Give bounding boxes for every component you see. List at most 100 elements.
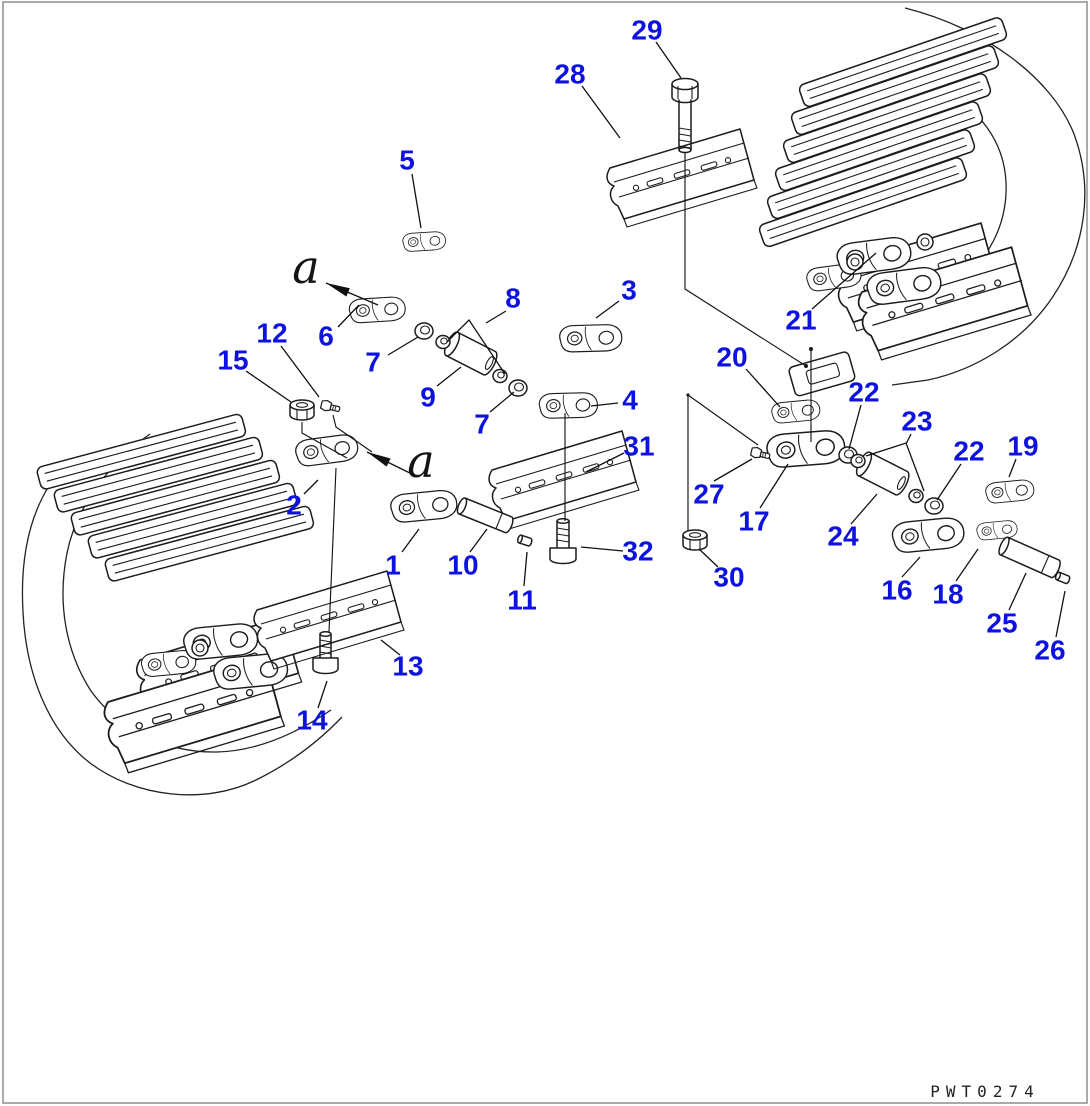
bolt-32: [549, 518, 577, 565]
callout-3: 3: [621, 275, 637, 306]
callout-4: 4: [622, 385, 638, 416]
callout-22: 22: [953, 436, 984, 467]
leader-line-24: [850, 493, 878, 525]
bolt-12: [319, 398, 342, 415]
leader-line-22: [936, 463, 962, 501]
leader-line-19: [1008, 458, 1017, 478]
callout-26: 26: [1034, 635, 1065, 666]
assembly-axis-lines: [301, 152, 813, 633]
view-arrowhead: [326, 283, 350, 297]
leader-line-15: [245, 370, 292, 403]
track-shoe-28: [606, 128, 758, 228]
callout-7: 7: [474, 409, 490, 440]
plug-11: [516, 533, 534, 548]
leader-line-7: [387, 336, 419, 356]
callout-29: 29: [631, 15, 662, 46]
link-part-1: [387, 481, 461, 531]
callout-28: 28: [554, 59, 585, 90]
callout-11: 11: [507, 585, 537, 616]
link-part-19: [983, 473, 1037, 510]
leader-line-6: [337, 304, 360, 328]
view-letter-a-2: a: [407, 434, 434, 488]
callout-22: 22: [848, 377, 879, 408]
track-shoe-group-left: [35, 412, 316, 583]
track-link-assembly-21: [804, 222, 1032, 361]
callout-1: 1: [385, 550, 401, 581]
leader-line-17: [759, 463, 789, 509]
leader-line-12: [280, 345, 320, 398]
bolt-29: [671, 77, 699, 154]
leader-line-13: [380, 639, 401, 656]
leader-line-7: [489, 391, 515, 413]
link-part-17: [763, 420, 849, 477]
view-letter-a-1: a: [292, 240, 319, 294]
callout-30: 30: [713, 562, 744, 593]
view-arrowhead: [367, 452, 391, 467]
link-part-16: [889, 508, 968, 562]
bracket-line-23: [865, 442, 925, 492]
callout-18: 18: [932, 579, 963, 610]
callout-24: 24: [827, 521, 859, 552]
leader-line-1: [401, 528, 420, 553]
drawing-code: PWT0274: [930, 1082, 1039, 1101]
plug-26: [1053, 570, 1072, 585]
leader-line-14: [317, 680, 328, 709]
leader-line-30: [698, 548, 719, 568]
callout-8: 8: [505, 283, 521, 314]
leader-line-3: [595, 300, 620, 319]
spacer-ring-23-left: [850, 453, 866, 469]
link-part-3: [557, 316, 625, 360]
callout-2: 2: [286, 490, 302, 521]
callout-13: 13: [392, 651, 423, 682]
callout-16: 16: [881, 575, 912, 606]
leader-line-10: [469, 528, 488, 553]
pin-10: [456, 497, 514, 534]
callout-15: 15: [217, 345, 248, 376]
leader-line-25: [1008, 572, 1027, 611]
callout-20: 20: [716, 342, 747, 373]
leader-line-5: [411, 173, 422, 229]
callout-6: 6: [318, 321, 334, 352]
leader-line-20: [745, 368, 781, 408]
callout-31: 31: [623, 431, 654, 462]
view-markers: aa: [292, 240, 434, 488]
leader-line-23: [905, 433, 912, 445]
callout-17: 17: [738, 506, 769, 537]
leader-line-32: [580, 546, 624, 552]
callout-23: 23: [901, 406, 932, 437]
callout-32: 32: [622, 536, 653, 567]
spacer-ring-23-right: [908, 488, 924, 504]
callout-5: 5: [399, 145, 415, 176]
leader-lines: [245, 41, 1066, 709]
callout-10: 10: [447, 550, 478, 581]
nut-15: [289, 399, 315, 421]
pin-25: [998, 536, 1061, 579]
nut-30: [682, 529, 708, 551]
leader-line-4: [590, 402, 619, 407]
callout-19: 19: [1007, 431, 1038, 462]
link-part-20-plate: [788, 351, 856, 397]
leader-line-22: [848, 404, 862, 450]
bolt-14: [312, 631, 339, 675]
leader-line-26: [1055, 590, 1066, 638]
link-part-4: [537, 385, 600, 426]
leader-line-18: [955, 548, 979, 582]
bracket-line-8: [446, 318, 506, 375]
callout-12: 12: [256, 318, 287, 349]
callout-7: 7: [365, 347, 381, 378]
spacer-ring-8-right: [492, 368, 508, 384]
leader-line-11: [523, 551, 528, 587]
leader-line-2: [303, 479, 319, 495]
callout-14: 14: [296, 705, 328, 736]
leader-line-8: [485, 310, 507, 324]
callout-27: 27: [693, 479, 724, 510]
seal-ring-22-right: [924, 497, 944, 515]
leader-line-29: [655, 41, 682, 79]
track-shoe-31: [488, 430, 640, 530]
callout-9: 9: [420, 382, 436, 413]
